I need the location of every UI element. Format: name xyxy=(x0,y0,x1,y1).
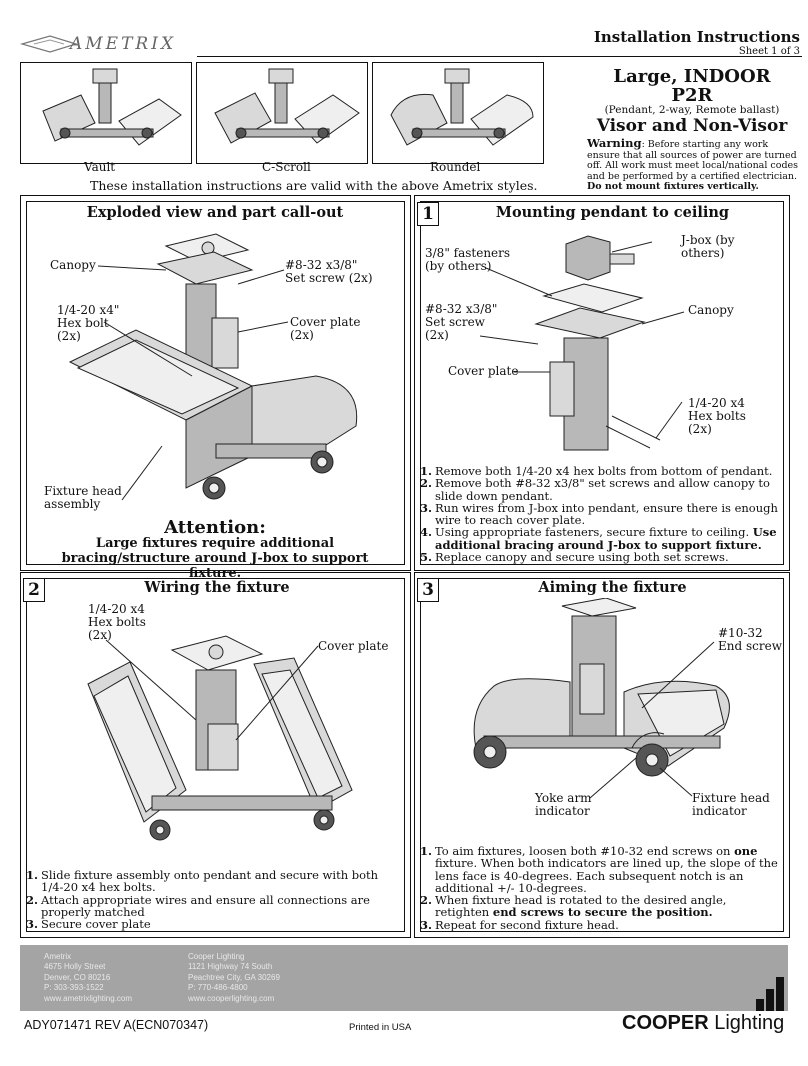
product-line1: Large, INDOOR xyxy=(613,66,771,87)
warning-label: Warning xyxy=(587,136,642,150)
callout-set-screw: #8-32 x3/8" Set screw (2x) xyxy=(285,258,373,285)
step1-panel xyxy=(414,195,790,571)
attention-text: Large fixtures require additional bracin… xyxy=(61,536,369,581)
step3-panel xyxy=(414,572,790,938)
step1-item-2: 2.Remove both #8-32 x3/8" set screws and… xyxy=(420,476,770,503)
doc-title: Installation Instructions xyxy=(593,28,800,46)
step2-instructions: 1.Slide fixture assembly onto pendant an… xyxy=(26,868,404,932)
warning-emphasis: Do not mount fixtures vertically. xyxy=(587,181,759,192)
style-roundel xyxy=(372,62,544,164)
brand-wordmark: AMETRIX xyxy=(70,34,177,54)
callout-cover-plate: Cover plate (2x) xyxy=(290,315,361,342)
callout-fixture-head: Fixture head assembly xyxy=(44,484,122,511)
step3-title: Aiming the fixture xyxy=(538,579,687,596)
cooper-lighting-logo: COOPER Lighting xyxy=(622,1012,785,1034)
step1-item-3: 3.Run wires from J-box into pendant, ens… xyxy=(420,500,778,528)
roundel-fixture-image xyxy=(390,68,534,146)
document-number: ADY071471 REV A(ECN070347) xyxy=(24,1018,209,1032)
exploded-view-panel xyxy=(20,195,411,571)
ametrix-logo xyxy=(20,35,79,53)
callout-fixture-head-indicator: Fixture head indicator xyxy=(692,791,770,818)
style-vault xyxy=(20,62,192,164)
footer-band: Ametrix 4675 Holly Street Denver, CO 802… xyxy=(20,945,788,1011)
step2-item-3: 3.Secure cover plate xyxy=(26,917,151,932)
callout-cover-plate-1: Cover plate xyxy=(448,364,519,378)
step1-title: Mounting pendant to ceiling xyxy=(495,204,730,221)
warning-note: Warning: Before starting any work ensure… xyxy=(587,136,803,193)
callout-jbox: J-box (by others) xyxy=(681,233,735,260)
step2-item-1: 1.Slide fixture assembly onto pendant an… xyxy=(26,868,379,895)
vault-fixture-image xyxy=(42,68,182,146)
step1-drawing xyxy=(479,235,685,451)
warning-text: : Before starting any work ensure that a… xyxy=(587,139,799,182)
style-label-cscroll: C-Scroll xyxy=(262,160,311,174)
step1-instructions: 1.Remove both 1/4-20 x4 hex bolts from b… xyxy=(420,464,778,565)
footer-cooper-address: Cooper Lighting 1121 Highway 74 South Pe… xyxy=(188,952,280,1003)
step2-item-2: 2.Attach appropriate wires and ensure al… xyxy=(26,892,370,919)
step2-number: 2 xyxy=(23,578,45,602)
step1-item-1: 1.Remove both 1/4-20 x4 hex bolts from b… xyxy=(420,464,773,478)
callout-canopy: Canopy xyxy=(50,258,96,272)
exploded-view-drawing xyxy=(68,233,358,501)
step1-number: 1 xyxy=(417,202,439,226)
product-line2: P2R xyxy=(671,85,713,106)
product-line4: Visor and Non-Visor xyxy=(596,116,788,136)
callout-fasteners: 3/8" fasteners (by others) xyxy=(425,246,511,273)
product-line3: (Pendant, 2-way, Remote ballast) xyxy=(604,104,780,116)
callout-canopy-1: Canopy xyxy=(688,303,734,317)
step3-drawing xyxy=(473,598,730,799)
style-cscroll xyxy=(196,62,368,164)
cscroll-fixture-image xyxy=(214,68,360,144)
callout-set-screw-1: #8-32 x3/8" Set screw (2x) xyxy=(425,302,498,342)
step2-panel xyxy=(20,572,411,938)
style-label-vault: Vault xyxy=(84,160,116,174)
header-rule xyxy=(197,56,802,57)
callout-hex-bolts-1: 1/4-20 x4 Hex bolts (2x) xyxy=(688,396,746,436)
step3-item-1: 1.To aim fixtures, loosen both #10-32 en… xyxy=(420,844,778,895)
footer-stripe-graphic xyxy=(756,977,784,1011)
sheet-number: Sheet 1 of 3 xyxy=(738,46,800,57)
callout-hex-bolts-2: 1/4-20 x4 Hex bolts (2x) xyxy=(88,602,146,642)
step3-item-2: 2.When fixture head is rotated to the de… xyxy=(420,893,727,920)
step1-item-4: 4.Using appropriate fasteners, secure fi… xyxy=(420,525,777,552)
styles-caption: These installation instructions are vali… xyxy=(90,178,538,193)
exploded-view-title: Exploded view and part call-out xyxy=(86,204,344,221)
callout-hex-bolt: 1/4-20 x4" Hex bolt (2x) xyxy=(57,303,120,343)
step3-instructions: 1.To aim fixtures, loosen both #10-32 en… xyxy=(420,845,780,931)
step2-drawing xyxy=(87,635,353,841)
footer-ametrix-address: Ametrix 4675 Holly Street Denver, CO 802… xyxy=(44,952,133,1003)
step3-number: 3 xyxy=(417,578,439,602)
step2-title: Wiring the fixture xyxy=(144,579,290,596)
callout-yoke-indicator: Yoke arm indicator xyxy=(535,791,592,818)
printed-in: Printed in USA xyxy=(349,1022,412,1033)
step3-item-3: 3.Repeat for second fixture head. xyxy=(420,917,619,932)
style-label-roundel: Roundel xyxy=(430,160,481,174)
step1-item-5: 5.Replace canopy and secure using both s… xyxy=(420,550,729,565)
callout-cover-plate-2: Cover plate xyxy=(318,639,389,653)
callout-end-screw: #10-32 End screw xyxy=(718,626,782,653)
attention-title: Attention: xyxy=(164,517,266,538)
